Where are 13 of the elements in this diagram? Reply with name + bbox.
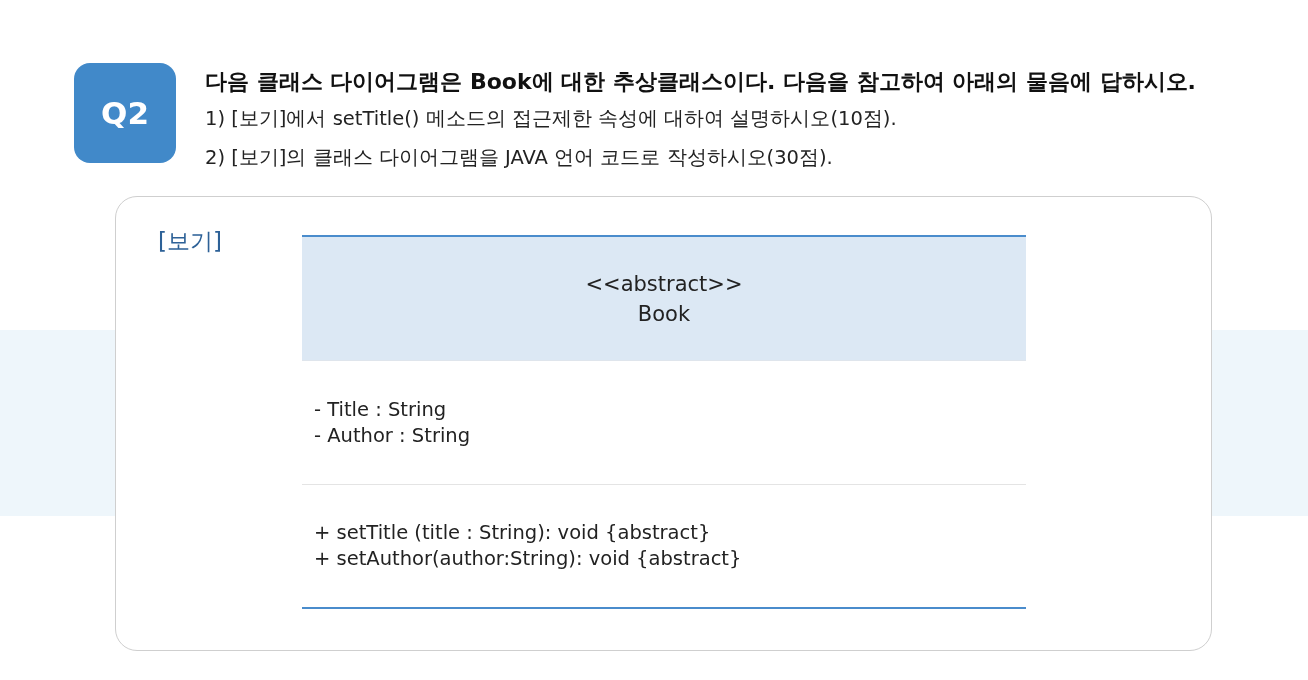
example-panel (115, 196, 1212, 651)
question-item: 1) [보기]에서 setTitle() 메소드의 접근제한 속성에 대하여 설명하시오(10점). (205, 106, 897, 132)
method-text: + setTitle (title : String): void {abstract} (314, 520, 711, 546)
attribute-text: - Title : String (314, 396, 447, 423)
question-item: 2) [보기]의 클래스 다이어그램을 JAVA 언어 코드로 작성하시오(30점). (205, 145, 833, 171)
stereotype-label: <<abstract>> (585, 270, 743, 298)
class-name: Book (637, 300, 691, 328)
attribute-text: - Author : String (314, 422, 471, 449)
class-name-compartment (302, 235, 1026, 361)
question-title: 다음 클래스 다이어그램은 Book에 대한 추상클래스이다. 다음을 참고하여 아래의 물음에 답하시오. (205, 68, 1196, 96)
panel-heading: [보기] (158, 227, 222, 256)
question-badge: Q2 (74, 63, 176, 163)
method-text: + setAuthor(author:String): void {abstract} (314, 546, 742, 572)
